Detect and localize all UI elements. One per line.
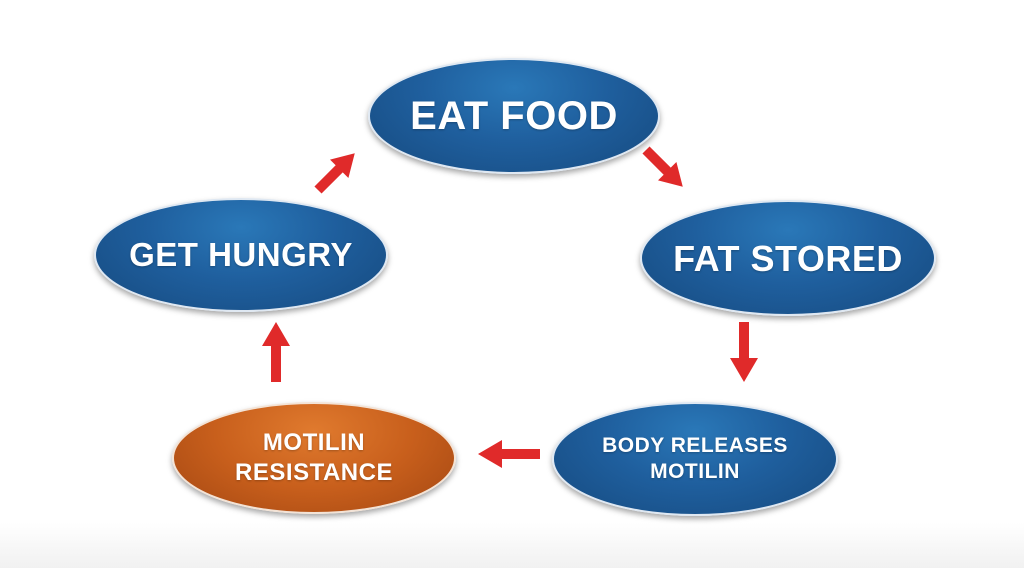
node-eat-food: EAT FOOD — [368, 58, 660, 174]
node-label: FAT STORED — [673, 237, 903, 279]
node-get-hungry: GET HUNGRY — [94, 198, 388, 312]
node-label-line1: MOTILIN — [262, 429, 366, 456]
node-label: EAT FOOD — [410, 94, 618, 138]
node-label-line1: BODY RELEASES — [602, 433, 788, 457]
arrow-motilin-to-hungry — [262, 322, 290, 382]
arrow-eat-to-fat — [642, 146, 683, 187]
node-label-line2: RESISTANCE — [235, 459, 393, 486]
node-body-releases-motilin: BODY RELEASES MOTILIN — [552, 402, 838, 516]
arrow-fat-to-body — [730, 322, 758, 382]
arrow-body-to-motilin — [478, 440, 540, 468]
node-label-line2: MOTILIN — [650, 460, 740, 483]
node-label: GET HUNGRY — [129, 236, 353, 274]
node-fat-stored: FAT STORED — [640, 200, 936, 316]
node-motilin-resistance: MOTILIN RESISTANCE — [172, 402, 456, 514]
arrow-hungry-to-eat — [314, 153, 355, 194]
